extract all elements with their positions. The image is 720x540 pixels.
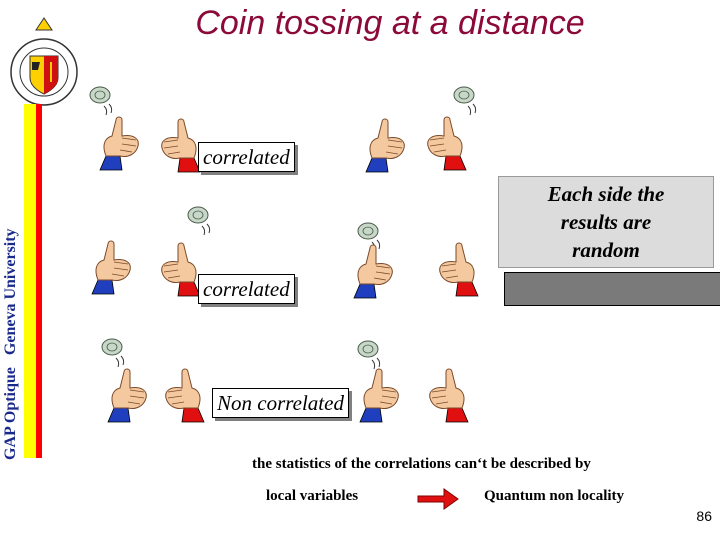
statistics-text: the statistics of the correlations can‘t… xyxy=(252,456,591,472)
coin-icon xyxy=(356,338,390,372)
left-hand-icon xyxy=(364,118,414,174)
gap-optique-label: GAP Optique xyxy=(2,367,19,460)
correlated-label-2: correlated xyxy=(198,274,295,304)
coin-icon xyxy=(100,336,134,370)
correlated-label-1: correlated xyxy=(198,142,295,172)
right-hand-icon xyxy=(420,368,470,424)
left-hand-icon xyxy=(358,368,408,424)
grey-bar-shape xyxy=(504,272,720,306)
sidebar-vertical-label: GAP Optique Geneva University xyxy=(2,220,20,460)
left-hand-icon xyxy=(90,240,140,296)
left-hand-icon xyxy=(106,368,156,424)
geneva-university-seal-logo xyxy=(10,17,78,106)
right-arrow-icon xyxy=(417,488,459,510)
local-variables-text: local variables xyxy=(266,488,359,504)
quantum-non-locality-text: Quantum non locality xyxy=(484,488,625,504)
geneva-university-label: Geneva University xyxy=(2,228,19,356)
non-correlated-label: Non correlated xyxy=(212,388,349,418)
page-number: 86 xyxy=(696,508,712,524)
sidebar-red-stripe xyxy=(36,104,42,458)
right-hand-icon xyxy=(152,118,202,174)
right-hand-icon xyxy=(430,242,480,298)
coin-icon xyxy=(452,84,486,118)
right-hand-icon xyxy=(152,242,202,298)
coin-icon xyxy=(186,204,220,238)
random-note-line-1: Each side the xyxy=(547,182,665,206)
right-hand-icon xyxy=(156,368,206,424)
random-note-box: Each side the results are random xyxy=(498,176,714,268)
right-hand-icon xyxy=(418,116,468,172)
random-note-line-3: random xyxy=(572,238,640,262)
sidebar-yellow-stripe xyxy=(24,104,36,458)
random-note-line-2: results are xyxy=(560,210,652,234)
left-hand-icon xyxy=(352,244,402,300)
left-hand-icon xyxy=(98,116,148,172)
slide-title: Coin tossing at a distance xyxy=(195,4,585,42)
coin-icon xyxy=(88,84,122,118)
